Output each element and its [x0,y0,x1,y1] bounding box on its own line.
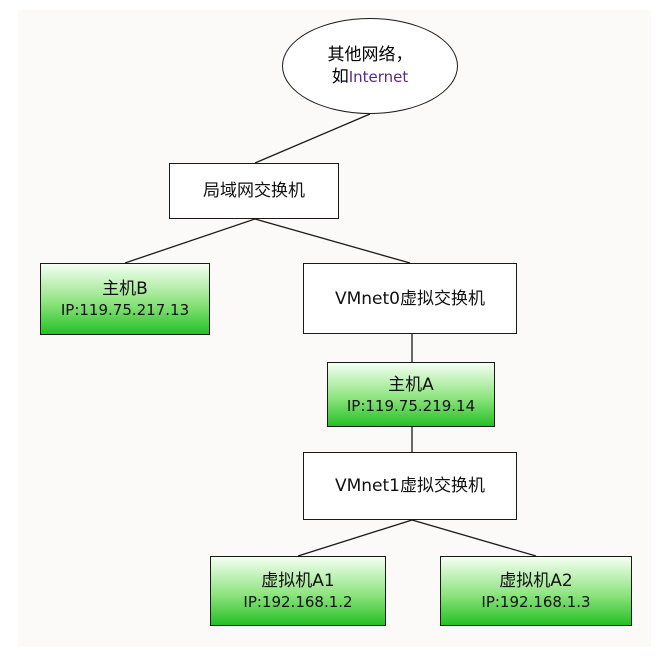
cloud-internet-word: Internet [348,68,409,86]
cloud-line1: 其他网络， [327,45,413,65]
link-lan-vmnet0 [254,218,411,264]
host-b-ip: IP:119.75.217.13 [60,301,190,319]
cloud-line2: 如Internet [332,66,409,88]
link-lan-hostb [124,218,256,264]
lan-switch-label: 局域网交换机 [203,181,305,201]
cloud-line2-prefix: 如 [331,67,349,87]
link-vmnet1-vma1 [297,519,413,557]
vm-a1-name: 虚拟机A1 [261,571,335,591]
host-a-node: 主机A IP:119.75.219.14 [327,362,495,427]
vm-a1-node: 虚拟机A1 IP:192.168.1.2 [210,556,386,626]
vmnet1-label: VMnet1虚拟交换机 [334,476,485,496]
host-b-name: 主机B [102,279,148,299]
link-vmnet1-vma2 [411,519,537,557]
vmnet0-switch-node: VMnet0虚拟交换机 [303,263,517,334]
vm-a2-node: 虚拟机A2 IP:192.168.1.3 [440,556,632,626]
lan-switch-node: 局域网交换机 [169,163,339,219]
vm-a1-ip: IP:192.168.1.2 [243,593,353,611]
vmnet0-label: VMnet0虚拟交换机 [334,288,485,309]
host-a-name: 主机A [388,374,434,395]
vm-a2-ip: IP:192.168.1.3 [481,593,591,611]
host-a-ip: IP:119.75.219.14 [346,396,476,415]
vm-a2-name: 虚拟机A2 [499,571,573,591]
internet-cloud-node: 其他网络， 如Internet [282,18,458,114]
vmnet1-switch-node: VMnet1虚拟交换机 [303,452,517,520]
host-b-node: 主机B IP:119.75.217.13 [40,263,210,335]
link-cloud-lan [254,113,371,164]
